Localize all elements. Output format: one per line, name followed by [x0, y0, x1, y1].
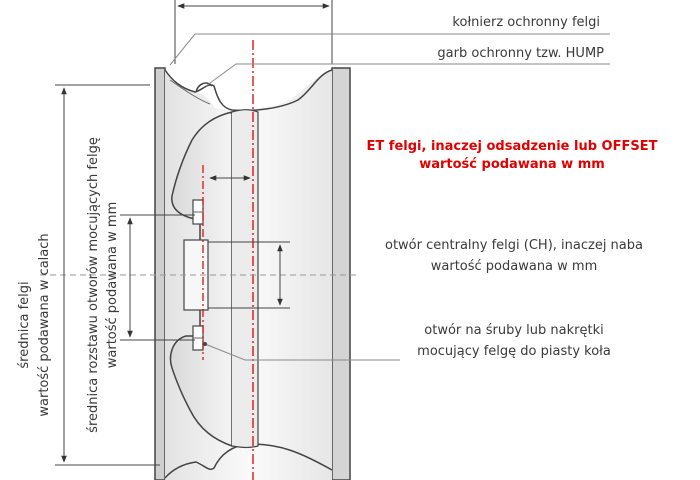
rim-body: [154, 67, 351, 480]
center-bore-label-line2: wartość podawana w mm: [431, 259, 598, 274]
rim-diameter-label-line2: wartość podawana w calach: [37, 233, 52, 416]
rim-width-dimension: [174, 0, 333, 64]
rim-flange-leader: [169, 33, 610, 66]
center-bore-dimension: [208, 241, 290, 309]
et-label-line2: wartość podawana w mm: [419, 157, 605, 172]
pcd-label-line1: średnica rozstawu otworów mocujących fel…: [86, 137, 101, 433]
bolt-hole-leader: [204, 343, 400, 361]
rim-diameter-label-line1: średnica felgi: [17, 281, 32, 368]
bolt-hole-label-line1: otwór na śruby lub nakrętki: [424, 323, 603, 338]
pcd-label-line2: wartość podawana w mm: [105, 202, 120, 369]
rim-flange-label: kołnierz ochronny felgi: [452, 15, 600, 30]
rim-diameter-dimension: [55, 84, 160, 466]
et-label-line1: ET felgi, inaczej odsadzenie lub OFFSET: [367, 139, 658, 154]
bolt-hole-label-line2: mocujący felgę do piasty koła: [417, 344, 611, 359]
pcd-dimension: [120, 214, 195, 341]
center-bore-label-line1: otwór centralny felgi (CH), inaczej naba: [385, 238, 643, 253]
hump-leader: [205, 63, 610, 87]
hump-label: garb ochronny tzw. HUMP: [437, 46, 604, 61]
